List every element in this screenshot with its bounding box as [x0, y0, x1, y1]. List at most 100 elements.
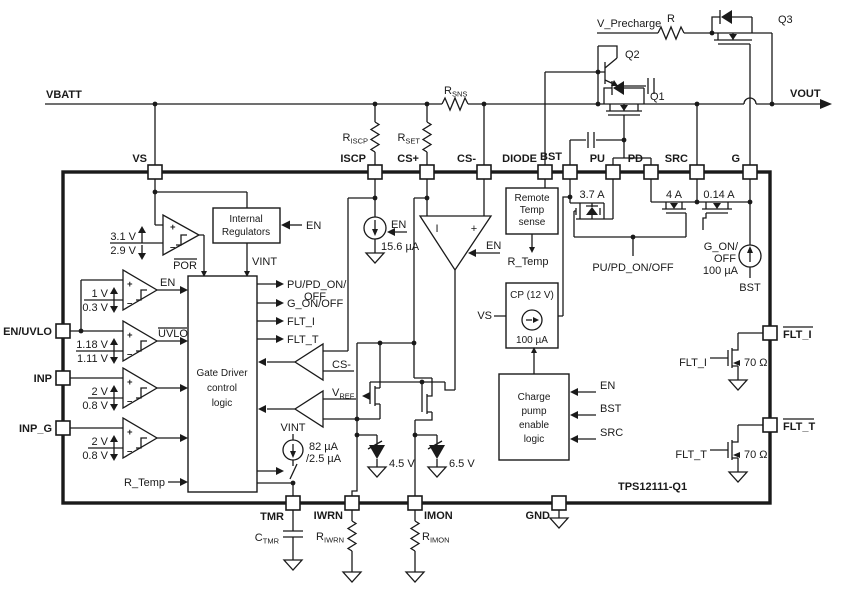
por-vhigh: 3.1 V — [110, 231, 136, 243]
flti-res-label: 70 Ω — [744, 357, 768, 369]
charge-pump-enable-block — [498, 373, 578, 461]
junction-dots — [78, 30, 775, 486]
iwrn-pin-label: IWRN — [314, 510, 343, 522]
svg-text:+: + — [170, 222, 176, 233]
z45-label: 4.5 V — [389, 458, 415, 470]
ground-icon — [404, 571, 426, 583]
precharge-resistor-icon — [657, 25, 685, 41]
uvlo-comparator — [110, 319, 188, 364]
flti-pin-label: FLT_I — [783, 329, 812, 341]
inpg-vlow: 0.8 V — [82, 450, 108, 462]
riwrn-label: RIWRN — [316, 531, 344, 545]
z65-label: 6.5 V — [449, 458, 475, 470]
rimon-label: RIMON — [422, 531, 450, 545]
pin-labels: VS ISCP CS+ CS- DIODE BST PU PD SRC G TM… — [3, 151, 815, 523]
riwrn-resistor-icon — [346, 520, 358, 552]
fetbank-labels: 3.7 A 4 A 0.14 A PU/PD_ON/OFF G_ON/ OFF … — [579, 189, 761, 294]
tmr-current-source — [282, 439, 304, 461]
fltt-pin-label: FLT_T — [783, 421, 815, 433]
en-arrow-icon — [468, 249, 476, 257]
rsns-label: RSNS — [444, 85, 467, 99]
ground-icon — [548, 517, 570, 529]
gd-out-pupd2: OFF — [304, 291, 326, 303]
diode-pin-label: DIODE — [502, 153, 537, 165]
gon-current: 100 µA — [703, 265, 739, 277]
pin-vs — [147, 164, 163, 180]
uvlo-vlow: 1.11 V — [77, 353, 109, 365]
pin-cs-minus — [476, 164, 492, 180]
bst-cap-icon — [569, 132, 624, 165]
ground-icon — [426, 466, 448, 478]
en-arrow-icon — [281, 220, 290, 230]
gd-line1: Gate Driver — [196, 368, 248, 379]
gd-out-flti: FLT_I — [287, 316, 315, 328]
rtemp-out-label: R_Temp — [508, 256, 549, 268]
q3-fet — [711, 10, 773, 165]
vprecharge-label: V_Precharge — [597, 18, 661, 30]
rset-resistor-icon — [421, 121, 433, 153]
en-vhigh: 1 V — [91, 288, 108, 300]
svg-text:–: – — [170, 242, 175, 253]
cpe-bst-label: BST — [600, 403, 622, 415]
pu-diode-icon — [586, 207, 598, 215]
bottom-labels: CTMR RIWRN RIMON — [255, 531, 450, 546]
gon-current-source — [738, 244, 762, 268]
amp-en-label: EN — [486, 240, 501, 252]
q1-label: Q1 — [650, 91, 665, 103]
por-vlow: 2.9 V — [110, 245, 136, 257]
inpg-comparator — [110, 416, 188, 461]
block-labels: Internal Regulators EN VINT Gate Driver … — [124, 214, 355, 489]
rts-line1: Remote — [514, 193, 549, 204]
fltt-res-label: 70 Ω — [744, 449, 768, 461]
q2-label: Q2 — [625, 49, 640, 61]
vs-pin-label: VS — [132, 153, 147, 165]
svg-text:+: + — [127, 330, 133, 341]
gd-line3: logic — [212, 398, 233, 409]
flt-wiring — [710, 332, 763, 483]
en-vlow: 0.3 V — [82, 302, 108, 314]
iscp-pin-label: ISCP — [340, 153, 366, 165]
q3-label: Q3 — [778, 14, 793, 26]
inp-vhigh: 2 V — [91, 386, 108, 398]
uvlo-vhigh: 1.18 V — [76, 339, 108, 351]
i37-label: 3.7 A — [579, 189, 605, 201]
current-labels: EN 15.6 µA I + EN VINT 82 µA /2.5 µA — [280, 219, 501, 465]
bst-pin-label: BST — [540, 151, 562, 163]
gd-line2: control — [207, 383, 237, 394]
inpg-pin-label: INP_G — [19, 423, 52, 435]
amp-plus-label: + — [471, 223, 477, 235]
pin-pu — [605, 164, 621, 180]
flt-labels: FLT_I 70 Ω FLT_T 70 Ω — [675, 357, 767, 461]
gd-out-gonoff: G_ON/OFF — [287, 298, 344, 310]
pd-pin-label: PD — [628, 153, 643, 165]
pin-bst — [562, 164, 578, 180]
vint-arrow-icon — [244, 271, 250, 277]
en-arrow-icon — [387, 228, 395, 236]
pin-imon — [407, 495, 423, 511]
precharge-branch — [597, 25, 712, 41]
inp-vlow: 0.8 V — [82, 400, 108, 412]
reg-line1: Internal — [229, 214, 262, 225]
pin-pd — [643, 164, 659, 180]
inp-comparator — [110, 366, 188, 411]
pin-iwrn — [344, 495, 360, 511]
pin-flt-i — [762, 325, 778, 341]
iscp-current-source — [363, 216, 395, 264]
pu-pin-label: PU — [590, 153, 605, 165]
gatebox-io-wiring — [168, 243, 356, 483]
iscp-value: 15.6 µA — [381, 241, 420, 253]
internal-regulators-block — [212, 207, 302, 277]
tmr-vint-label: VINT — [280, 422, 305, 434]
zener-labels: 4.5 V 6.5 V — [389, 458, 475, 470]
cp-wiring — [494, 179, 596, 440]
q1-body-diode-icon — [613, 81, 624, 95]
zener-65-icon — [429, 445, 445, 459]
vref-label: VREF — [332, 387, 355, 401]
part-number: TPS12111-Q1 — [618, 481, 687, 493]
tmr-i25: /2.5 µA — [306, 453, 342, 465]
gnd-pin-label: GND — [526, 510, 551, 522]
svg-text:–: – — [127, 396, 132, 407]
q2-emitter-arrow-icon — [611, 80, 618, 86]
